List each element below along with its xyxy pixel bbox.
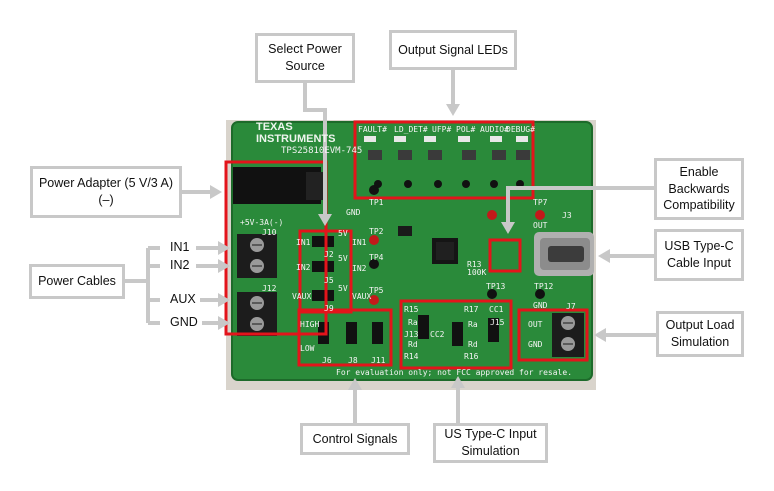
silk-ra-left: Ra [408, 318, 418, 327]
led-label-audio: AUDIO# [480, 125, 509, 134]
silk-j5: J5 [324, 276, 334, 285]
silk-tp13: TP13 [486, 282, 506, 291]
silk-j9: J9 [324, 304, 334, 313]
cable-label-aux: AUX [170, 292, 196, 306]
silk-gnd-left: GND [346, 208, 361, 217]
callout-power-cables: Power Cables [29, 264, 125, 299]
highlight-typec-sim [399, 299, 513, 370]
silk-r17: R17 [464, 305, 479, 314]
silk-r13: R13 [467, 260, 482, 269]
led-label-ufp: UFP# [432, 125, 452, 134]
silk-r16: R16 [464, 352, 479, 361]
ti-logo-text: TEXAS INSTRUMENTS [256, 121, 336, 145]
cable-label-in2: IN2 [170, 258, 190, 272]
highlight-power-select [298, 229, 353, 314]
highlight-control-signals [297, 308, 393, 367]
main-ic [432, 238, 458, 264]
silk-out-tp7: OUT [533, 221, 548, 230]
silk-5v-3: 5V [338, 284, 348, 293]
silk-in1-right: IN1 [352, 238, 367, 247]
led-label-fault: FAULT# [358, 125, 387, 134]
silk-low: LOW [300, 344, 315, 353]
silk-j6: J6 [322, 356, 332, 365]
silk-aux-right: VAUX [352, 292, 372, 301]
silk-j13: J13 [404, 330, 419, 339]
callout-enable-backwards: Enable Backwards Compatibility [654, 158, 744, 220]
callout-select-power-source: Select Power Source [255, 33, 355, 83]
silk-j7: J7 [566, 302, 576, 311]
silk-gnd-load: GND [528, 340, 543, 349]
terminal-block-j10 [237, 234, 277, 278]
callout-output-load: Output Load Simulation [656, 311, 744, 357]
silk-5v-1: 5V [338, 229, 348, 238]
callout-output-signal-leds: Output Signal LEDs [389, 30, 517, 70]
leader-lines [124, 70, 656, 425]
callout-control-signals: Control Signals [300, 423, 410, 455]
highlight-output-leds [353, 120, 535, 200]
callout-us-typec-input: US Type-C Input Simulation [433, 423, 548, 463]
silk-tp1: TP1 [369, 198, 384, 207]
silk-in1: IN1 [296, 238, 311, 247]
board-model: TPS25810EVM-745 [281, 146, 363, 156]
capacitor-c4 [398, 226, 412, 236]
silk-cc1: CC1 [489, 305, 504, 314]
highlight-backwards-compat [488, 238, 522, 273]
silk-rd-right: Rd [468, 340, 478, 349]
silk-tp4: TP4 [369, 253, 384, 262]
silk-j3: J3 [562, 211, 572, 220]
silk-in2: IN2 [296, 263, 311, 272]
silk-cc2: CC2 [430, 330, 445, 339]
arrow-heads [210, 104, 610, 390]
silk-j2: J2 [324, 250, 334, 259]
led-row [364, 136, 530, 160]
usb-typec-receptacle [534, 232, 594, 276]
silk-tp7: TP7 [533, 198, 548, 207]
board-footer: For evaluation only; not FCC approved fo… [336, 368, 573, 377]
silk-r14: R14 [404, 352, 419, 361]
silk-gnd-tp12: GND [533, 301, 548, 310]
silk-vaux: VAUX [292, 292, 312, 301]
power-select-jumpers [312, 236, 334, 301]
test-points [369, 180, 545, 305]
led-label-lddet: LD_DET# [394, 125, 428, 134]
silk-5v-2: 5V [338, 254, 348, 263]
silk-j10: J10 [262, 228, 277, 237]
silk-j8: J8 [348, 356, 358, 365]
silk-tp12: TP12 [534, 282, 554, 291]
silk-j15: J15 [490, 318, 505, 327]
callout-usb-typec-cable: USB Type-C Cable Input [654, 229, 744, 281]
led-label-debug: DEBUG# [506, 125, 535, 134]
silk-j12: J12 [262, 284, 277, 293]
cable-label-in1: IN1 [170, 240, 190, 254]
silk-ra-right: Ra [468, 320, 478, 329]
dc-power-jack [233, 167, 324, 204]
silk-r15: R15 [404, 305, 419, 314]
arrow-backwards [506, 186, 654, 224]
silk-power-header: +5V-3A(-) [240, 218, 284, 227]
cable-label-gnd: GND [170, 315, 198, 329]
terminal-block-j12 [237, 292, 277, 336]
silk-tp2: TP2 [369, 227, 384, 236]
control-jumpers [318, 322, 383, 344]
silk-j11: J11 [371, 356, 386, 365]
led-label-pol: POL# [456, 125, 476, 134]
output-terminal-block [552, 313, 584, 357]
arrow-select-power [303, 83, 327, 216]
silk-rd-left: Rd [408, 340, 418, 349]
callout-power-adapter: Power Adapter (5 V/3 A) (–) [30, 166, 182, 218]
silk-100k: 100K [467, 268, 487, 277]
silk-high: HIGH [300, 320, 320, 329]
typec-sim-jumpers [418, 315, 499, 346]
silk-out-load: OUT [528, 320, 543, 329]
silk-tp5: TP5 [369, 286, 384, 295]
silk-in2-right: IN2 [352, 264, 367, 273]
highlight-output-load [517, 308, 589, 362]
